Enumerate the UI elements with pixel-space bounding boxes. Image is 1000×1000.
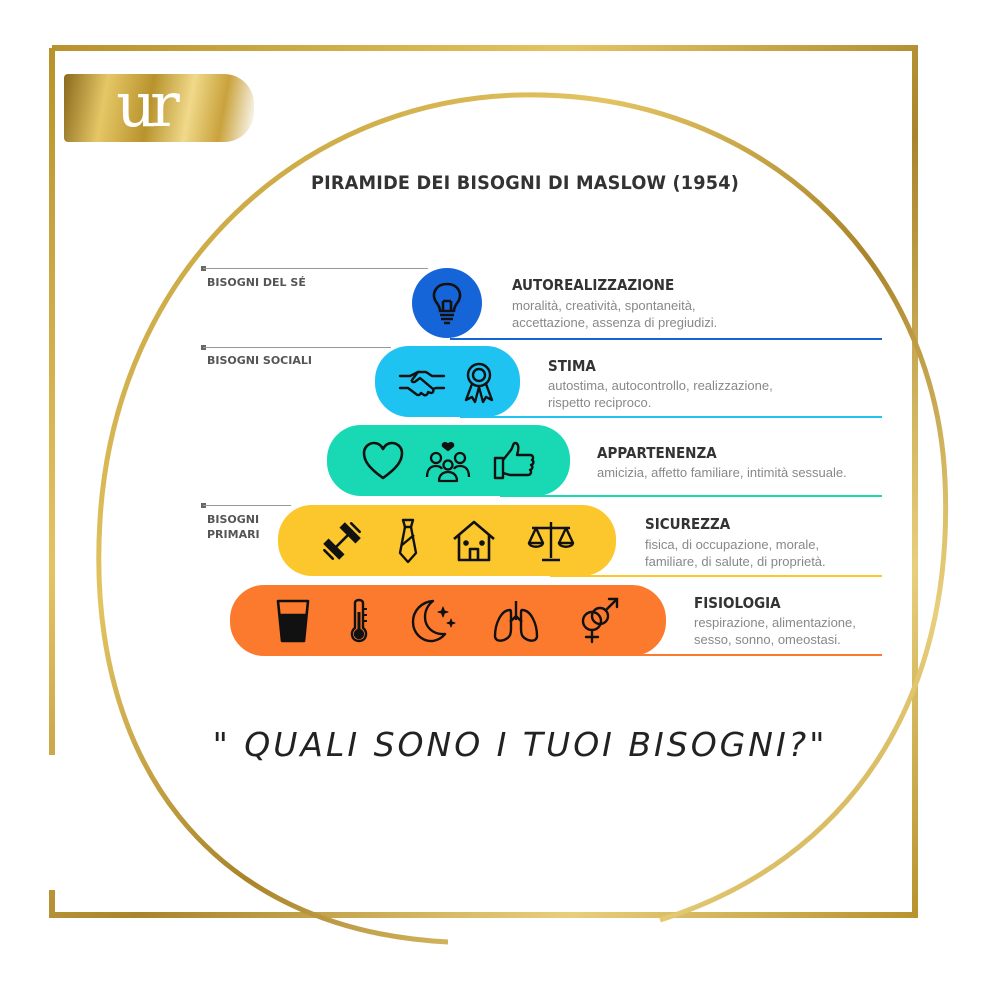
- pyramid-level-appartenenza: [327, 425, 570, 496]
- scales-icon: [527, 521, 574, 561]
- logo-brushstroke: [64, 74, 254, 142]
- necktie-icon: [398, 518, 417, 563]
- award-ribbon-icon: [464, 362, 493, 403]
- level-desc-appartenenza-1: amicizia, affetto familiare, intimità se…: [597, 465, 847, 480]
- pyramid-level-autorealizzazione: [412, 268, 482, 338]
- level-name-stima: STIMA: [548, 357, 596, 375]
- level-desc-sicurezza-2: familiare, di salute, di proprietà.: [645, 554, 826, 569]
- level-desc-sicurezza-1: fisica, di occupazione, morale,: [645, 537, 820, 552]
- family-icon: [426, 441, 471, 482]
- logo-text: ur: [116, 68, 180, 141]
- diagram-title: PIRAMIDE DEI BISOGNI DI MASLOW (1954): [310, 172, 740, 194]
- thumbs-up-icon: [493, 441, 535, 479]
- level-rule-appartenenza: [500, 495, 882, 497]
- pyramid-level-fisiologia: [230, 585, 666, 656]
- level-name-autorealizzazione: AUTOREALIZZAZIONE: [512, 276, 675, 294]
- gold-square-frame: [49, 45, 918, 918]
- pyramid-level-sicurezza: [278, 505, 616, 576]
- side-label-social: BISOGNI SOCIALI: [207, 354, 312, 367]
- moon-stars-icon: [411, 599, 456, 642]
- level-rule-autorealizzazione: [450, 338, 882, 340]
- level-desc-stima-1: autostima, autocontrollo, realizzazione,: [548, 378, 773, 393]
- glass-icon: [276, 599, 310, 642]
- lightbulb-icon: [432, 282, 462, 325]
- side-line: [203, 347, 391, 348]
- handshake-icon: [399, 370, 446, 396]
- thermometer-icon: [350, 598, 368, 642]
- heart-icon: [362, 441, 404, 479]
- level-desc-fisiologia-1: respirazione, alimentazione,: [694, 615, 856, 630]
- level-desc-autorealizzazione-1: moralità, creatività, spontaneità,: [512, 298, 696, 313]
- side-label-primary: BISOGNI PRIMARI: [207, 513, 260, 541]
- dumbbell-icon: [322, 521, 361, 560]
- level-desc-autorealizzazione-2: accettazione, assenza di pregiudizi.: [512, 315, 718, 330]
- pyramid-level-stima: [375, 346, 520, 417]
- level-desc-fisiologia-2: sesso, sonno, omeostasi.: [694, 632, 841, 647]
- level-rule-stima: [460, 416, 882, 418]
- level-name-appartenenza: APPARTENENZA: [597, 444, 717, 462]
- level-rule-sicurezza: [550, 575, 882, 577]
- house-icon: [452, 520, 495, 561]
- level-rule-fisiologia: [600, 654, 882, 656]
- side-line: [203, 268, 428, 269]
- gender-icon: [581, 597, 619, 643]
- level-desc-stima-2: rispetto reciproco.: [548, 395, 652, 410]
- side-label-self: BISOGNI DEL SÉ: [207, 276, 306, 289]
- level-name-fisiologia: FISIOLOGIA: [694, 594, 781, 612]
- lungs-icon: [493, 600, 539, 642]
- quote-text: " QUALI SONO I TUOI BISOGNI?": [212, 725, 828, 764]
- gold-circle: [96, 92, 949, 945]
- side-line: [203, 505, 291, 506]
- level-name-sicurezza: SICUREZZA: [645, 515, 731, 533]
